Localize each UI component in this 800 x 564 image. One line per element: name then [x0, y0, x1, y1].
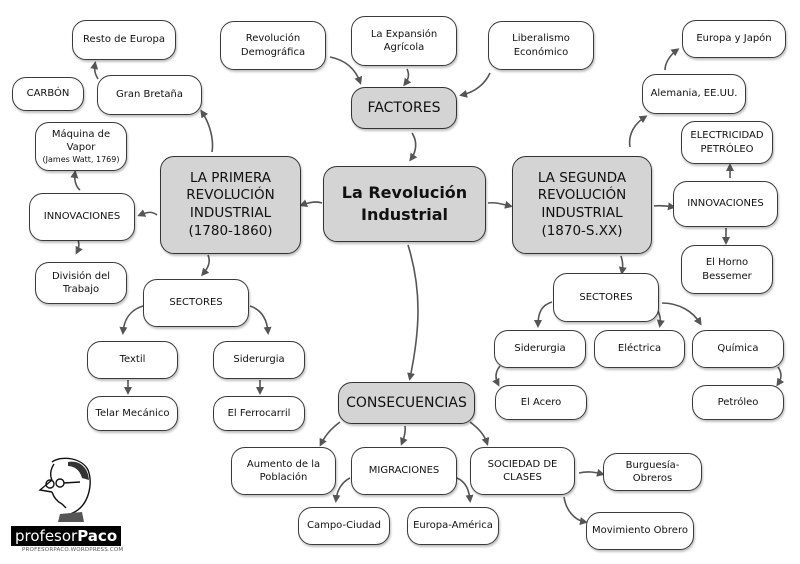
node-maquina-de-vapor: Máquina de Vapor (James Watt, 1769) — [35, 122, 127, 171]
arrow-migraciones-europa — [456, 477, 474, 503]
node-innovaciones-primera: INNOVACIONES — [29, 193, 135, 241]
node-petroleo: Petróleo — [692, 385, 784, 420]
node-migraciones: MIGRACIONES — [351, 447, 457, 495]
caricature-face-icon — [38, 457, 91, 522]
node-division-del-trabajo: División del Trabajo — [35, 262, 127, 304]
arrow-center-primera — [299, 199, 323, 207]
node-primera-revolucion: LA PRIMERA REVOLUCIÓN INDUSTRIAL (1780-1… — [160, 156, 301, 254]
arrow-quimica-petroleo — [776, 366, 785, 387]
node-carbon: CARBÓN — [12, 77, 84, 111]
arrow-liberalismo-factores — [459, 72, 491, 98]
arrow-segunda-innovaciones — [653, 202, 676, 211]
node-europa-america: Europa-América — [407, 507, 499, 545]
node-consecuencias: CONSECUENCIAS — [338, 382, 475, 424]
arrow-agricola-factores — [403, 68, 412, 87]
logo-brand-regular: profesor — [15, 527, 78, 545]
node-center-la-revolucion-industrial: La Revolución Industrial — [323, 166, 486, 242]
arrow-consecuencias-sociedad — [469, 421, 490, 446]
node-expansion-agricola: La Expansión Agrícola — [351, 16, 457, 66]
node-campo-ciudad: Campo-Ciudad — [298, 507, 390, 545]
maquina-vapor-note: (James Watt, 1769) — [42, 154, 120, 164]
node-factores: FACTORES — [351, 87, 457, 129]
arrow-primera-innovaciones — [137, 209, 158, 217]
arrow-consecuencias-aumento — [319, 421, 341, 447]
node-innovaciones-segunda: INNOVACIONES — [673, 181, 778, 227]
node-revolucion-demografica: Revolución Demográfica — [220, 21, 326, 70]
arrow-alemania-europa — [664, 48, 680, 71]
arrow-granbretana-resto — [90, 61, 99, 80]
arrow-center-segunda — [487, 200, 513, 209]
node-segunda-revolucion: LA SEGUNDA REVOLUCIÓN INDUSTRIAL (1870-S… — [512, 156, 652, 254]
logo-brand-bold: Paco — [77, 527, 118, 545]
node-textil: Textil — [87, 341, 178, 379]
node-horno-bessemer: El Horno Bessemer — [681, 245, 773, 294]
node-sociedad-de-clases: SOCIEDAD DE CLASES — [470, 447, 575, 495]
arrow-primera-sectores — [201, 254, 210, 277]
arrow-consecuencias-migraciones — [400, 425, 408, 446]
arrow-factores-center — [409, 132, 418, 162]
node-el-acero: El Acero — [495, 385, 587, 420]
node-europa-y-japon: Europa y Japón — [682, 20, 786, 58]
arrow-innovaciones-maquina — [70, 170, 81, 191]
arrow-sectores-siderurgia — [249, 305, 272, 335]
node-aumento-poblacion: Aumento de la Población — [231, 447, 336, 495]
arrow-sociedad-burguesia — [578, 468, 605, 477]
node-sectores-segunda: SECTORES — [553, 273, 659, 322]
arrow-center-consecuencias — [407, 244, 419, 381]
node-siderurgia-primera: Siderurgia — [213, 341, 305, 379]
node-gran-bretana: Gran Bretaña — [97, 75, 202, 115]
node-alemania-eeuu: Alemania, EE.UU. — [642, 74, 746, 114]
arrow-sectores-textil — [119, 305, 144, 335]
arrow-sectores2-quimica — [661, 302, 702, 326]
logo-brand-text: profesorPaco — [11, 526, 122, 546]
arrow-sociedad-movimiento — [563, 496, 588, 526]
node-electrica: Eléctrica — [594, 330, 685, 368]
arrow-sectores2-siderurgia — [534, 301, 553, 328]
node-resto-de-europa: Resto de Europa — [72, 20, 176, 60]
node-electricidad-petroleo: ELECTRICIDAD PETRÓLEO — [681, 121, 773, 164]
node-sectores-primera: SECTORES — [143, 279, 249, 327]
node-movimiento-obrero: Movimiento Obrero — [586, 512, 694, 550]
profesorpaco-logo: profesorPaco PROFESORPACO.WORDPRESS.COM — [8, 456, 124, 560]
arrow-segunda-sectores — [618, 255, 627, 275]
node-quimica: Química — [692, 330, 784, 368]
node-telar-mecanico: Telar Mecánico — [87, 396, 178, 431]
arrow-migraciones-campo — [332, 477, 351, 503]
node-burguesia-obreros: Burguesía-Obreros — [603, 453, 702, 491]
node-el-ferrocarril: El Ferrocarril — [213, 396, 305, 431]
node-siderurgia-segunda: Siderurgia — [494, 330, 586, 368]
logo-url: PROFESORPACO.WORDPRESS.COM — [22, 547, 124, 553]
node-liberalismo-economico: Liberalismo Económico — [488, 21, 594, 70]
maquina-vapor-label: Máquina de Vapor — [51, 128, 111, 154]
arrow-segunda-alemania — [628, 115, 648, 148]
arrow-primera-granbretana — [200, 109, 214, 153]
arrow-siderurgia2-acero — [492, 365, 501, 387]
